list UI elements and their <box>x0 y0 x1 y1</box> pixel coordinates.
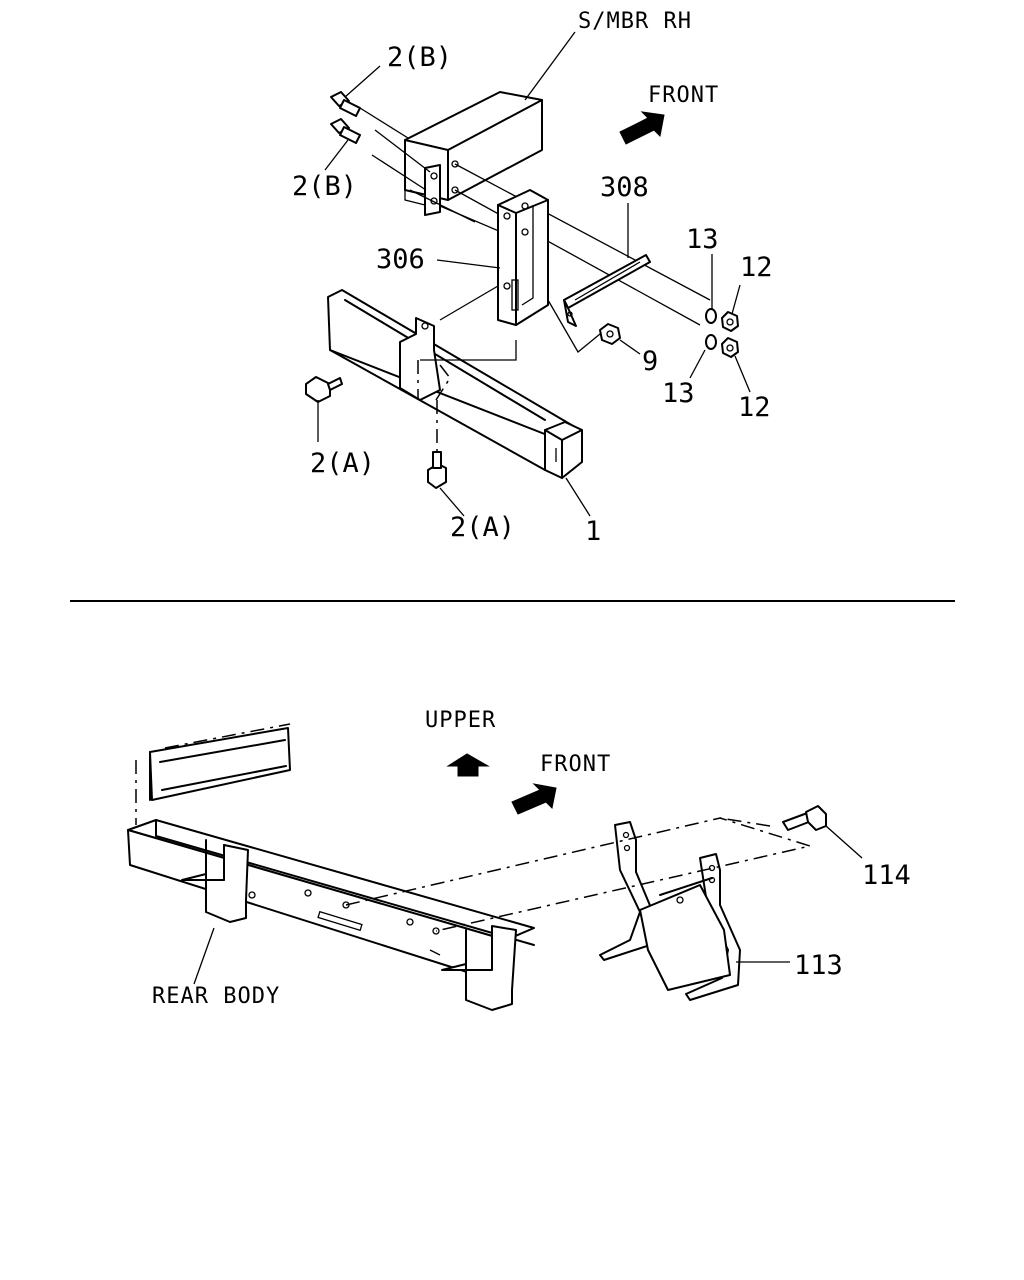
bolt-2b-lower <box>330 118 361 144</box>
callout-2b-lower: 2(B) <box>292 171 357 202</box>
bottom-view: UPPER FRONT 114 113 REAR BODY <box>127 708 911 1011</box>
nut-9 <box>599 323 621 345</box>
nut-12-lower <box>721 337 739 358</box>
callout-12-upper: 12 <box>740 252 773 283</box>
bolt-2b-upper <box>330 91 361 117</box>
callout-308: 308 <box>600 172 649 203</box>
bracket-308 <box>563 254 651 327</box>
callout-306: 306 <box>376 244 425 275</box>
washer-13-lower <box>705 334 717 350</box>
right-stay <box>441 925 517 1011</box>
callout-1: 1 <box>585 516 601 547</box>
nut-12-upper <box>721 311 739 332</box>
callout-114: 114 <box>862 860 911 891</box>
bolt-2a-bottom <box>427 400 447 489</box>
top-view: S/MBR RH FRONT 2(B) 2(B) 308 306 13 12 9… <box>292 9 773 547</box>
rear-body <box>135 723 291 825</box>
callout-13-lower: 13 <box>662 378 695 409</box>
bolt-114 <box>782 805 827 831</box>
left-stay <box>181 839 249 923</box>
callout-2a-left: 2(A) <box>310 448 375 479</box>
bolt-2a-left <box>305 376 343 403</box>
callout-2a-bottom: 2(A) <box>450 512 515 543</box>
callout-2b-upper: 2(B) <box>387 42 452 73</box>
arrow-up-icon <box>446 753 490 777</box>
arrow-front-icon <box>511 783 557 815</box>
callout-front-bottom: FRONT <box>540 752 611 777</box>
callout-9: 9 <box>642 346 658 377</box>
washer-13-upper <box>705 308 717 324</box>
arrow-front-icon <box>619 111 665 145</box>
callout-113: 113 <box>794 950 843 981</box>
callout-rear-body: REAR BODY <box>152 984 280 1009</box>
step-bracket-113 <box>599 821 741 1001</box>
callout-front-top: FRONT <box>648 83 719 108</box>
bracket-306 <box>497 189 549 326</box>
callout-smbr-rh: S/MBR RH <box>578 9 692 34</box>
callout-13-upper: 13 <box>686 224 719 255</box>
mount-bracket <box>399 285 517 401</box>
callout-12-lower: 12 <box>738 392 771 423</box>
callout-upper: UPPER <box>425 708 496 733</box>
rear-cross-member <box>127 819 535 986</box>
